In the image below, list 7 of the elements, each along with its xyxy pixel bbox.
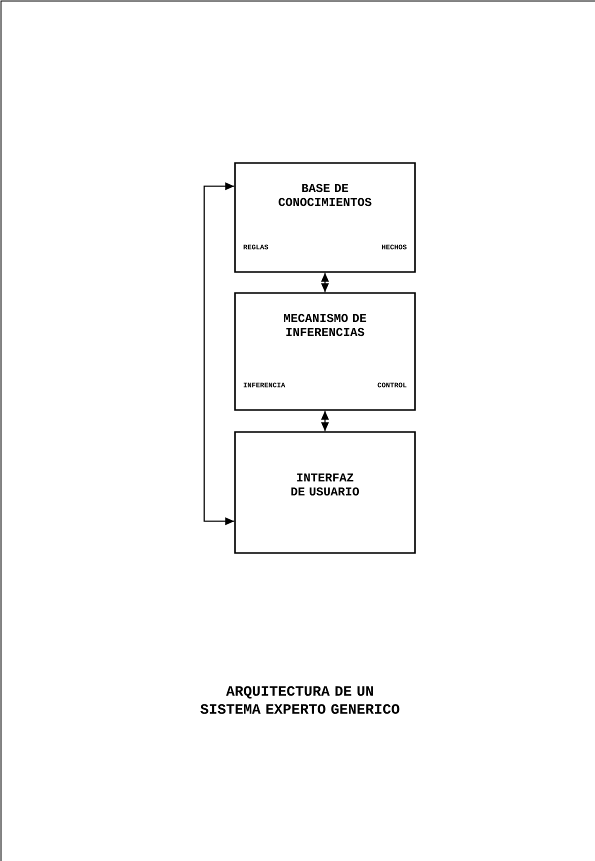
box-heading: MECANISMO DE INFERENCIAS <box>284 314 366 336</box>
caption: ARQUITECTURA DE UN SISTEMA EXPERTO GENERICO <box>200 686 400 714</box>
box-heading: BASE DE CONOCIMIENTOS <box>278 184 372 206</box>
box-heading: INTERFAZ DE USUARIO <box>291 474 359 496</box>
arrow <box>321 410 329 432</box>
arrow <box>204 182 234 526</box>
arrow <box>321 272 329 292</box>
